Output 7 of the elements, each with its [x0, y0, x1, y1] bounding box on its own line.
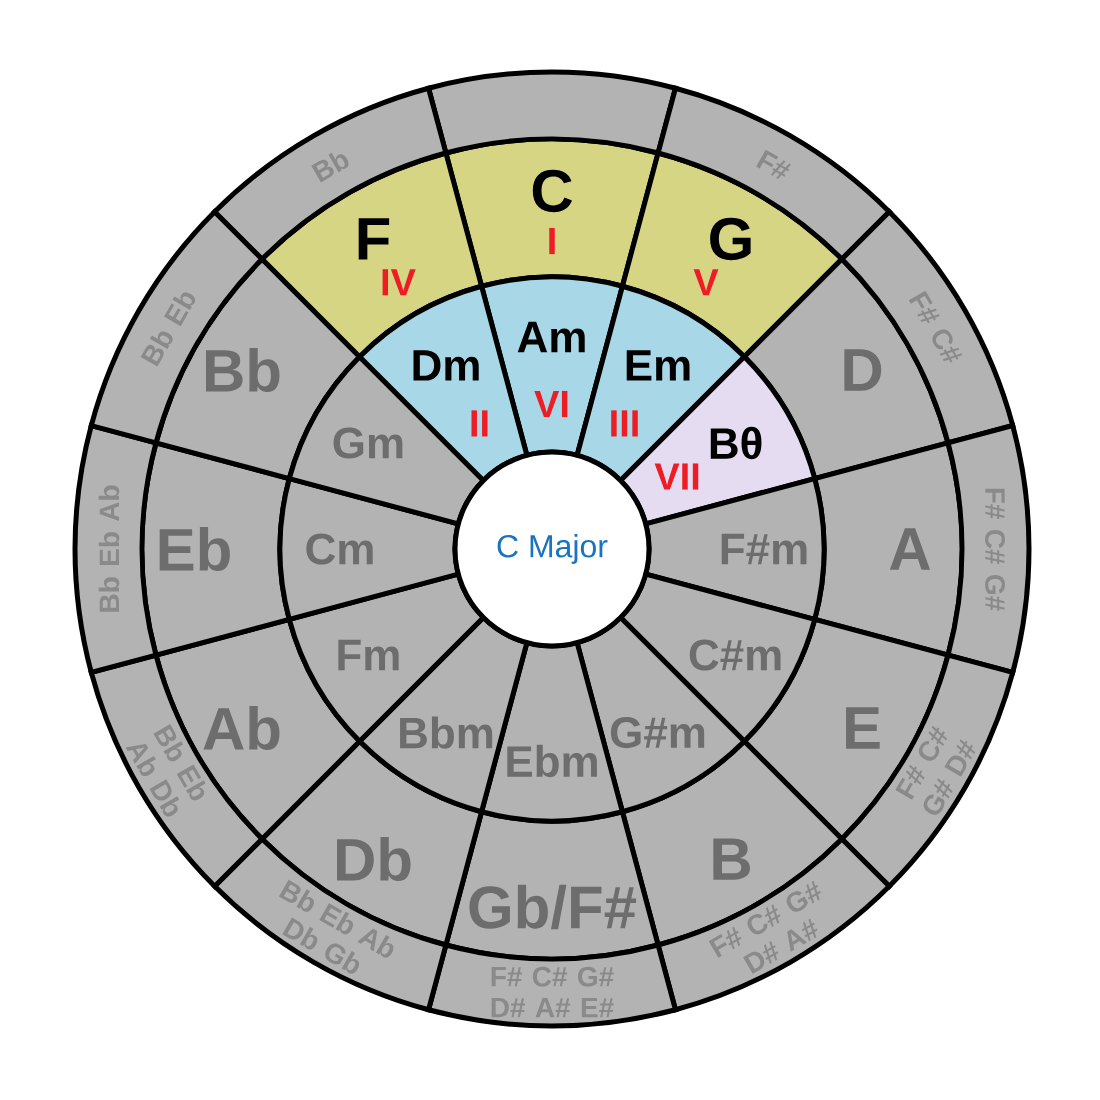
degree-numeral: II: [471, 410, 488, 437]
degree-numeral: V: [693, 269, 719, 296]
key-signature-cell: [426, 69, 678, 156]
degree-numeral: IV: [382, 269, 416, 296]
degree-numeral: VI: [534, 390, 568, 418]
degree-numeral: I: [549, 227, 555, 255]
degree-numeral: III: [611, 410, 638, 437]
